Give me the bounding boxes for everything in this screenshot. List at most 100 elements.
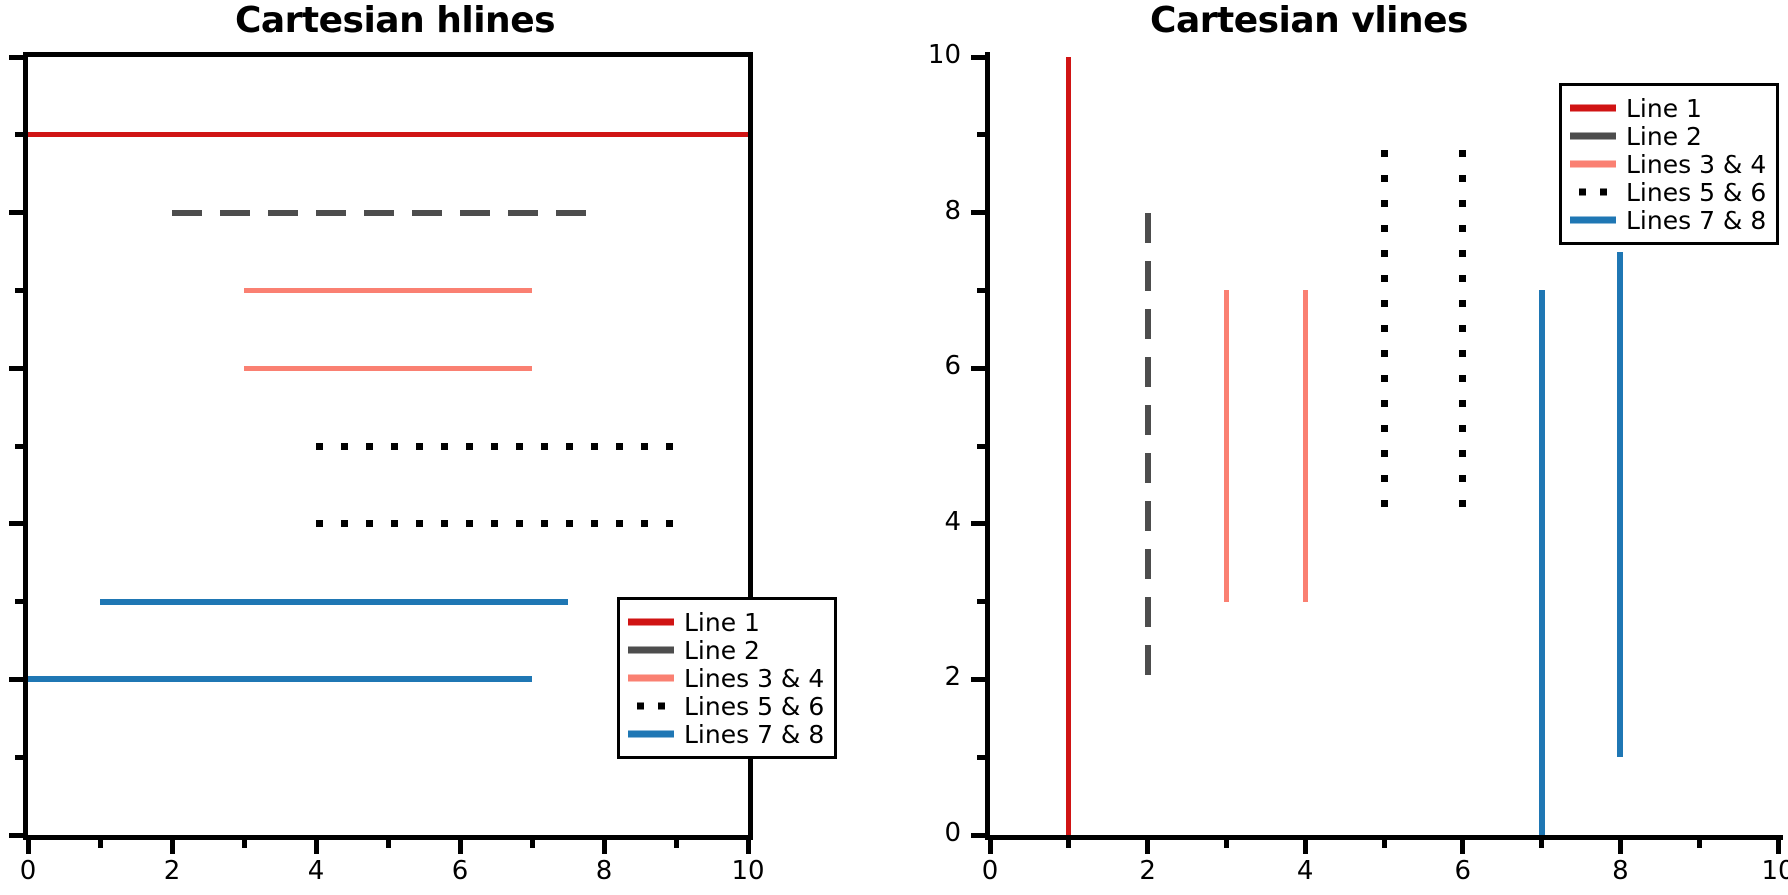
y-minor-tick — [15, 754, 23, 760]
x-tick-label: 6 — [1454, 856, 1472, 886]
legend-line-marker — [1570, 216, 1616, 224]
legend-dot — [658, 702, 665, 710]
data-line-line-6 — [1459, 150, 1467, 524]
y-tick — [971, 210, 985, 216]
legend-item[interactable]: Lines 3 & 4 — [628, 664, 824, 692]
x-tick — [601, 840, 607, 854]
axis-spine-left — [23, 52, 28, 840]
y-minor-tick — [977, 754, 985, 760]
y-minor-tick — [15, 443, 23, 449]
y-tick — [971, 54, 985, 60]
y-minor-tick — [977, 287, 985, 293]
x-minor-tick — [1696, 840, 1702, 848]
legend-item[interactable]: Lines 7 & 8 — [1570, 206, 1766, 234]
x-tick-label: 0 — [19, 856, 37, 886]
data-line-line-8 — [1617, 251, 1624, 758]
y-tick-label: 8 — [944, 195, 961, 226]
legend-item[interactable]: Lines 5 & 6 — [1570, 178, 1766, 206]
y-tick — [9, 210, 23, 216]
legend-item-label: Line 1 — [684, 607, 760, 637]
legend-item[interactable]: Lines 7 & 8 — [628, 720, 824, 748]
y-tick — [9, 521, 23, 527]
legend-swatch-1 — [1570, 97, 1616, 119]
legend-swatch-4 — [1570, 181, 1616, 203]
legend-line-marker — [1570, 104, 1616, 112]
x-minor-tick — [385, 840, 391, 848]
x-tick — [457, 840, 463, 854]
x-tick — [1302, 840, 1308, 854]
legend-item[interactable]: Line 1 — [628, 608, 824, 636]
data-line-line-2 — [1144, 212, 1151, 680]
data-line-line-6 — [316, 520, 676, 528]
legend-item-label: Lines 5 & 6 — [1626, 177, 1767, 207]
legend-line-marker — [628, 730, 674, 738]
legend-item-label: Lines 7 & 8 — [1626, 205, 1767, 235]
y-tick-label: 10 — [927, 40, 961, 70]
legend-swatch-5 — [1570, 209, 1616, 231]
x-minor-tick — [97, 840, 103, 848]
x-tick-label: 2 — [163, 856, 181, 886]
axis-spine-top — [23, 52, 753, 57]
legend-item-label: Line 1 — [1626, 93, 1702, 123]
x-tick — [1460, 840, 1466, 854]
data-line-line-2 — [172, 209, 604, 216]
x-minor-tick — [673, 840, 679, 848]
legend-line-marker — [628, 674, 674, 682]
x-tick — [25, 840, 31, 854]
legend-swatch-2 — [1570, 125, 1616, 147]
legend-item[interactable]: Lines 3 & 4 — [1570, 150, 1766, 178]
data-line-line-3 — [244, 287, 532, 293]
x-minor-tick — [1381, 840, 1387, 848]
legend-dotted-marker — [1572, 188, 1614, 196]
legend-swatch-3 — [628, 667, 674, 689]
y-tick — [971, 832, 985, 838]
legend-dot — [1579, 188, 1586, 196]
legend-swatch-5 — [628, 723, 674, 745]
x-tick-label: 10 — [731, 856, 765, 886]
y-tick — [9, 54, 23, 60]
y-minor-tick — [977, 599, 985, 605]
page-title: Cartesian hlines — [234, 0, 556, 41]
y-tick — [9, 365, 23, 371]
x-tick-label: 10 — [1761, 856, 1788, 886]
legend-swatch-2 — [628, 639, 674, 661]
legend-dot — [1600, 188, 1607, 196]
data-line-line-5 — [1380, 150, 1388, 524]
legend-swatch-3 — [1570, 153, 1616, 175]
y-minor-tick — [15, 599, 23, 605]
axis-spine-bottom — [23, 835, 753, 840]
x-tick — [313, 840, 319, 854]
legend-swatch-1 — [628, 611, 674, 633]
x-minor-tick — [1539, 840, 1545, 848]
legend-item[interactable]: Lines 5 & 6 — [628, 692, 824, 720]
y-minor-tick — [15, 287, 23, 293]
legend-item-label: Line 2 — [1626, 121, 1702, 151]
x-tick-label: 8 — [1612, 856, 1629, 886]
data-line-line-4 — [1302, 290, 1308, 602]
y-tick — [9, 832, 23, 838]
x-tick — [169, 840, 175, 854]
x-tick-label: 4 — [307, 856, 325, 886]
data-line-line-7 — [1538, 290, 1545, 835]
x-tick — [1775, 840, 1781, 854]
y-minor-tick — [977, 132, 985, 138]
x-tick — [1145, 840, 1151, 854]
x-tick-label: 4 — [1296, 856, 1314, 886]
x-tick-label: 2 — [1139, 856, 1156, 886]
legend-item-label: Lines 7 & 8 — [684, 719, 825, 749]
y-tick-label: 6 — [944, 351, 961, 382]
y-tick-label: 4 — [944, 506, 961, 537]
x-tick-label: 6 — [451, 856, 469, 886]
axis-spine-right — [748, 52, 753, 840]
data-line-line-3 — [1223, 290, 1229, 602]
x-tick — [745, 840, 751, 854]
legend-item[interactable]: Line 2 — [628, 636, 824, 664]
legend-item-label: Line 2 — [684, 635, 760, 665]
legend-item-label: Lines 3 & 4 — [1626, 149, 1767, 179]
legend-item[interactable]: Line 1 — [1570, 94, 1766, 122]
legend-item[interactable]: Line 2 — [1570, 122, 1766, 150]
